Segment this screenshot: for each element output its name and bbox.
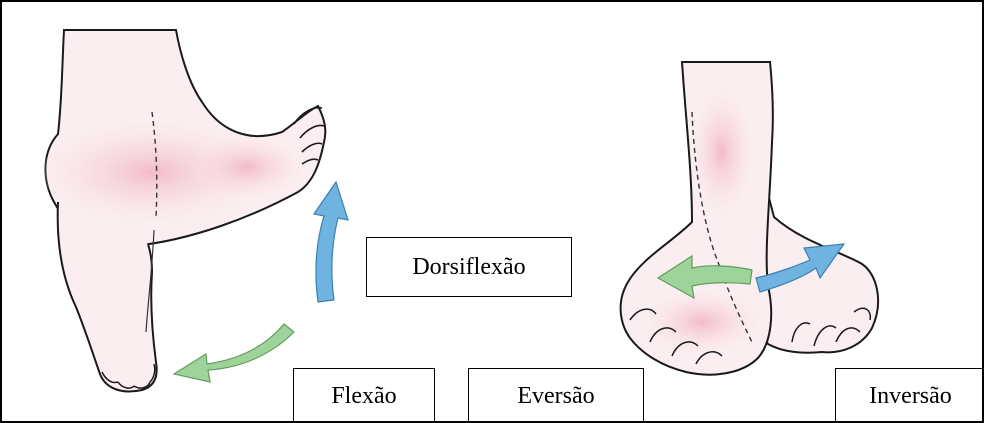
eversion-label: Eversão bbox=[468, 368, 644, 423]
dorsiflexed-foot bbox=[42, 30, 325, 246]
inversion-label: Inversão bbox=[835, 368, 984, 423]
flexion-arrow bbox=[174, 324, 294, 382]
everted-foot bbox=[621, 62, 773, 375]
flexion-label: Flexão bbox=[293, 368, 435, 423]
dorsiflexion-label: Dorsiflexão bbox=[366, 237, 572, 297]
dorsiflexion-arrow bbox=[314, 182, 348, 302]
